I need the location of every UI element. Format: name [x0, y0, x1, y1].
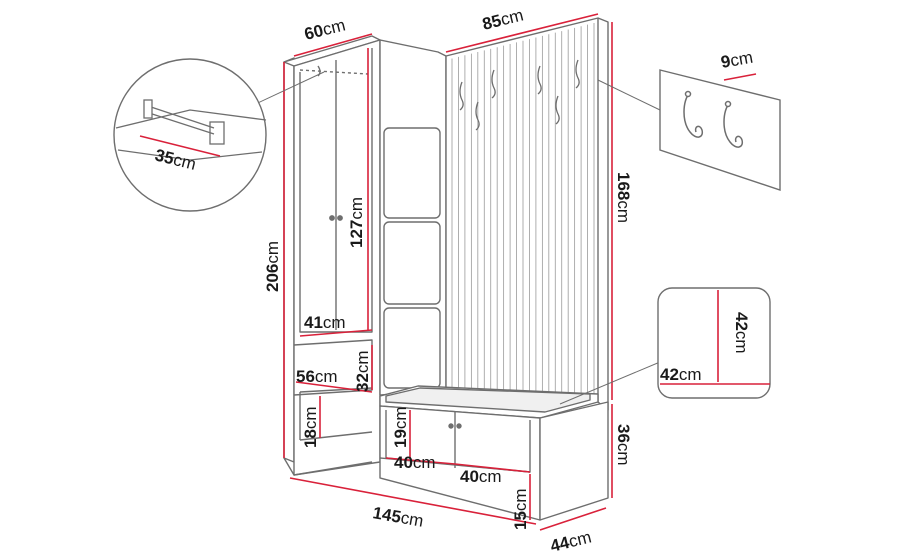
wardrobe-base: [293, 461, 373, 476]
label-15: 15cm: [511, 488, 530, 530]
rail-detail-circle: [113, 58, 267, 212]
bench-knob-right: [456, 423, 462, 429]
cushion-2: [383, 221, 441, 305]
dim-35-line: [139, 135, 221, 157]
label-36: 36cm: [614, 424, 633, 466]
upholstered-column: [379, 39, 447, 396]
detail-hook-screw: [684, 90, 692, 98]
hook-leader: [597, 79, 661, 111]
label-145: 145cm: [371, 503, 425, 531]
dim-41-line: [299, 329, 373, 337]
panel-hooks: [459, 59, 580, 131]
bench-seat: [385, 387, 591, 413]
label-41: 41cm: [304, 313, 346, 332]
coat-hook-icon: [491, 69, 496, 99]
label-19: 19cm: [391, 406, 410, 448]
furniture-drawing: [283, 17, 609, 521]
shelf-lower: [299, 387, 373, 393]
label-32: 32cm: [353, 350, 372, 392]
wardrobe-base-left: [283, 457, 295, 476]
coat-hook-icon: [537, 65, 542, 95]
detail-hooks: [683, 90, 744, 148]
wardrobe-left-face: [283, 57, 295, 463]
label-44: 44cm: [548, 527, 593, 555]
bench-side: [539, 401, 609, 521]
dim-145-line: [289, 477, 537, 525]
dim-56-line: [295, 381, 373, 393]
detail-hook-screw: [724, 100, 732, 108]
detail-hook-icon: [723, 101, 744, 148]
label-85: 85cm: [480, 5, 525, 33]
hanging-rail: [299, 69, 369, 75]
panel-frame: [445, 17, 609, 411]
rail-end: [143, 99, 153, 119]
coat-hook-icon: [555, 95, 560, 125]
dim-40b-line: [454, 463, 531, 473]
rail-detail-callout: [113, 58, 325, 212]
dim-40a-line: [385, 457, 456, 465]
label-56: 56cm: [296, 367, 338, 386]
label-42-horizontal: 42cm: [660, 365, 702, 384]
label-35: 35cm: [153, 145, 198, 173]
dim-85-line: [445, 13, 599, 53]
label-127: 127cm: [347, 197, 366, 248]
label-168: 168cm: [614, 172, 633, 223]
hook-detail-callout: [597, 69, 781, 191]
hook-detail-panel: [659, 69, 781, 191]
label-40a: 40cm: [394, 453, 436, 472]
label-18: 18cm: [301, 406, 320, 448]
cushion-1: [383, 127, 441, 219]
coat-hook-icon: [575, 59, 580, 89]
wardrobe-inner-edge: [299, 48, 373, 333]
panel-slats: [451, 23, 595, 400]
label-40b: 40cm: [460, 467, 502, 486]
label-42-vertical: 42cm: [732, 312, 751, 354]
rail-detail-art: [115, 99, 267, 161]
coat-hook-icon: [459, 81, 464, 111]
bench: [379, 385, 609, 521]
cushion-detail-box: [657, 287, 771, 399]
dimension-labels: 60cm 85cm 9cm 35cm 206cm 127cm 168cm 41c…: [153, 5, 754, 555]
cushion-detail-callout: [559, 287, 771, 405]
cushion-3: [383, 307, 441, 389]
label-60: 60cm: [302, 15, 347, 43]
dim-9-line: [723, 73, 757, 81]
dim-60-line: [293, 33, 373, 57]
door-knob-right: [337, 215, 343, 221]
dimension-lines: [283, 13, 613, 531]
wardrobe: [283, 35, 381, 476]
bottom-shelf-board: [299, 431, 373, 441]
rail-hook: [317, 65, 321, 77]
door-knob-left: [329, 215, 335, 221]
slatted-panel: [445, 17, 609, 411]
bench-knob-left: [448, 423, 454, 429]
cushion-leader: [559, 361, 661, 405]
label-9: 9cm: [719, 48, 754, 72]
coat-hook-icon: [475, 101, 480, 131]
detail-hook-icon: [683, 91, 704, 138]
dim-44-line: [539, 507, 607, 531]
label-206: 206cm: [263, 241, 282, 292]
